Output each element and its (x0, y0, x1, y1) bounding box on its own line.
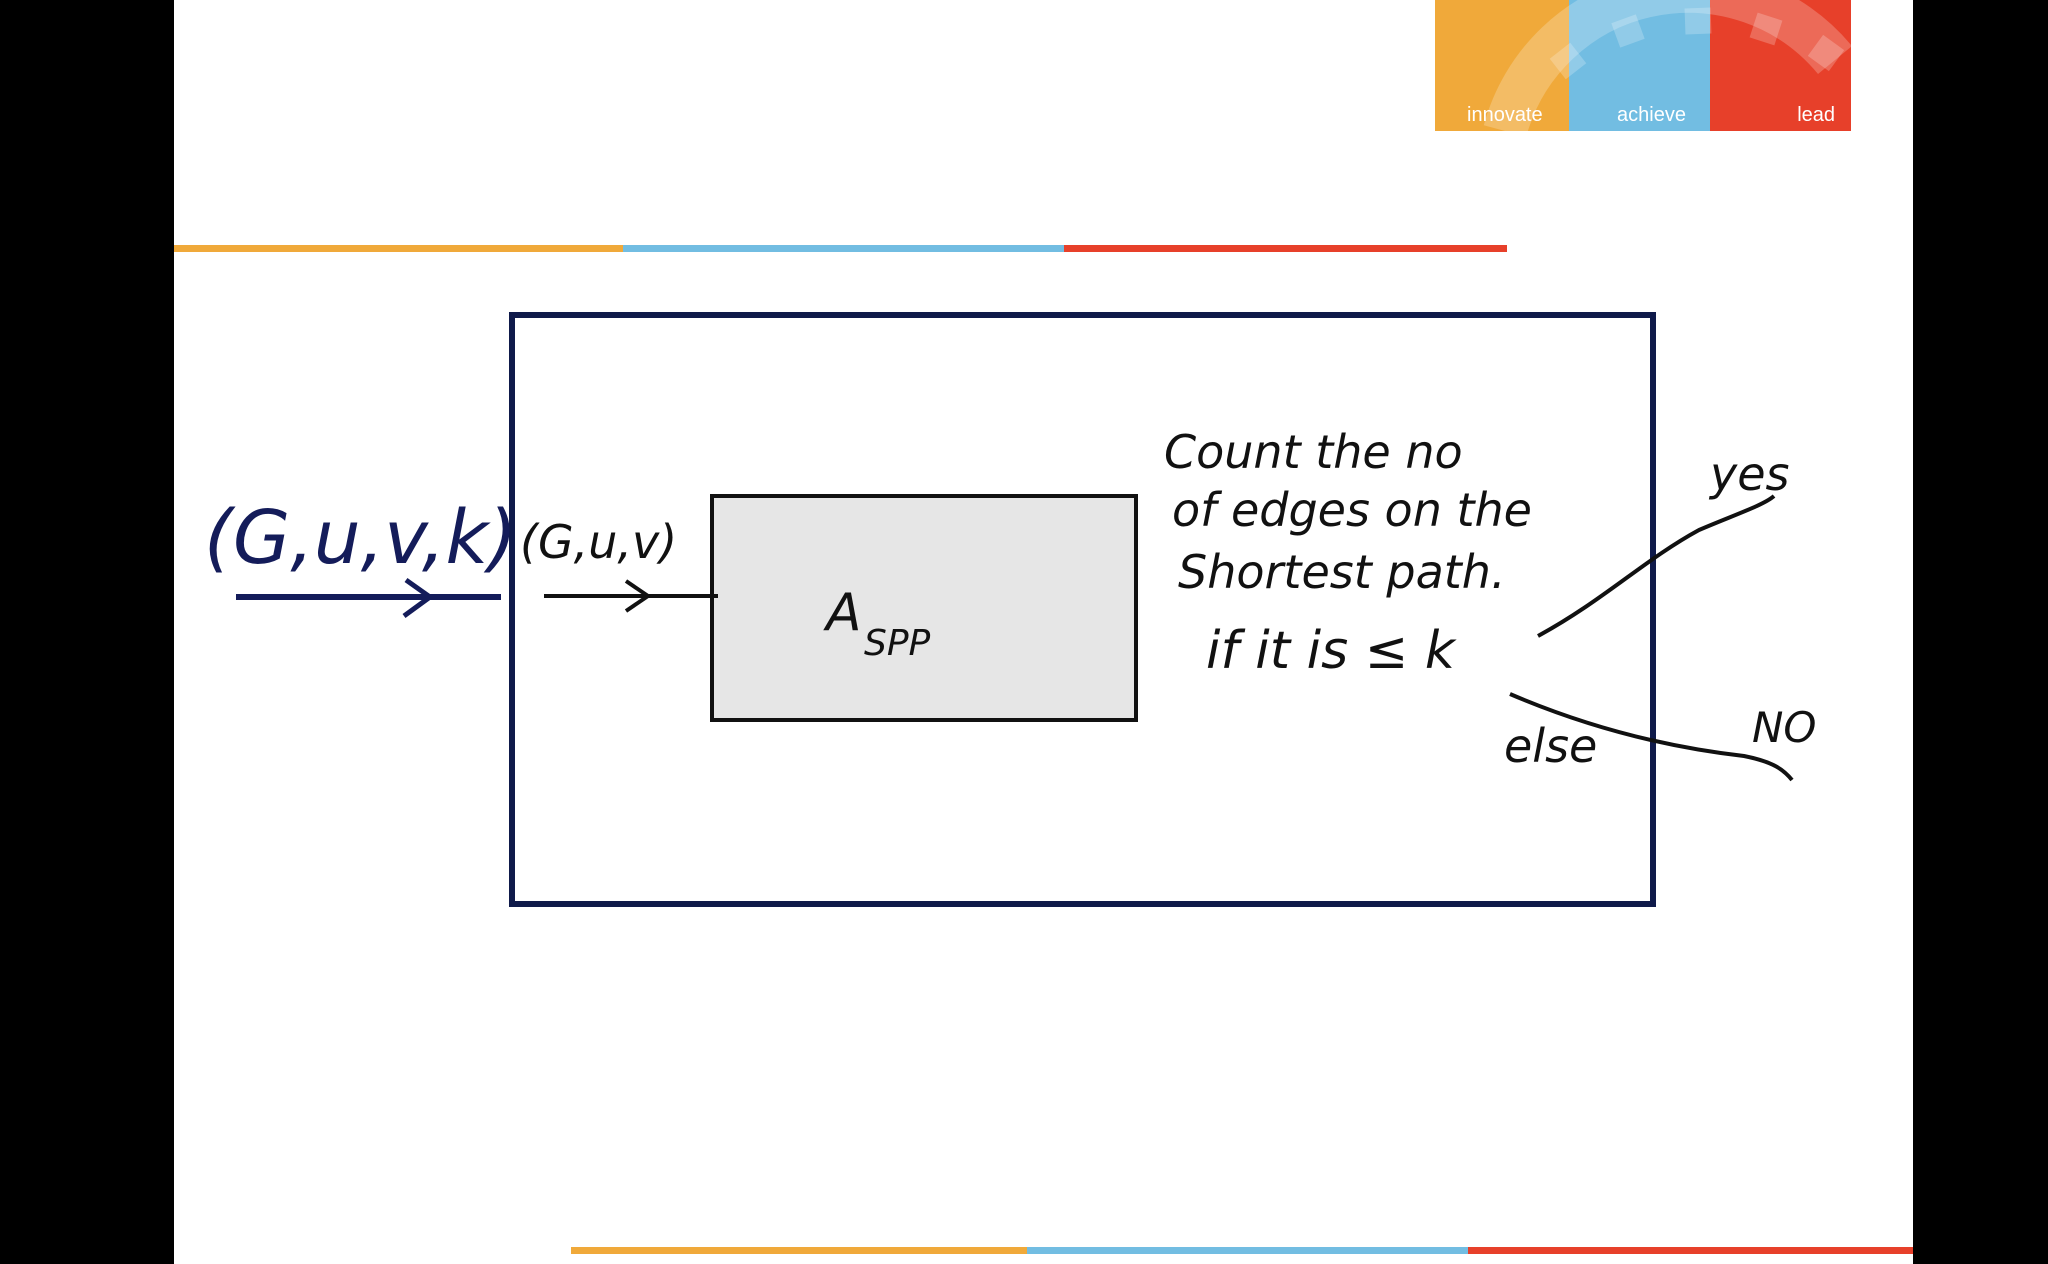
note-line-2: of edges on the (1172, 483, 1532, 537)
logo-segment-lead: lead (1710, 0, 1851, 131)
no-branch-line (1509, 692, 1794, 782)
else-label: else (1504, 719, 1597, 773)
logo-segment-achieve: achieve (1569, 0, 1710, 131)
black-box-subscript: SPP (864, 623, 931, 664)
no-label: NO (1752, 703, 1816, 752)
reduction-box (509, 312, 1656, 907)
note-line-1: Count the no (1164, 425, 1463, 479)
bottom-divider-rule (571, 1247, 1913, 1254)
logo-label-innovate: innovate (1467, 104, 1543, 126)
yes-label: yes (1708, 447, 1790, 501)
inner-input-label: (G,u,v) (520, 515, 677, 569)
inner-arrowhead-icon (624, 579, 652, 613)
note-line-3: Shortest path. (1178, 545, 1506, 599)
logo-segment-innovate: innovate (1435, 0, 1569, 131)
top-divider-rule (174, 245, 1507, 252)
logo-label-achieve: achieve (1617, 104, 1686, 126)
reduction-diagram: (G,u,v,k) (G,u,v) A SPP Count the no of … (204, 312, 1816, 907)
slide: innovate achieve lead (G,u,v,k) (174, 0, 1913, 1264)
condition-text: if it is ≤ k (1206, 621, 1457, 681)
outer-arrowhead-icon (402, 577, 435, 619)
black-box-label: A (823, 583, 862, 643)
yes-branch-line (1537, 494, 1776, 638)
outer-input-label: (G,u,v,k) (204, 495, 517, 581)
logo-label-lead: lead (1797, 104, 1835, 126)
spp-black-box (710, 494, 1138, 722)
